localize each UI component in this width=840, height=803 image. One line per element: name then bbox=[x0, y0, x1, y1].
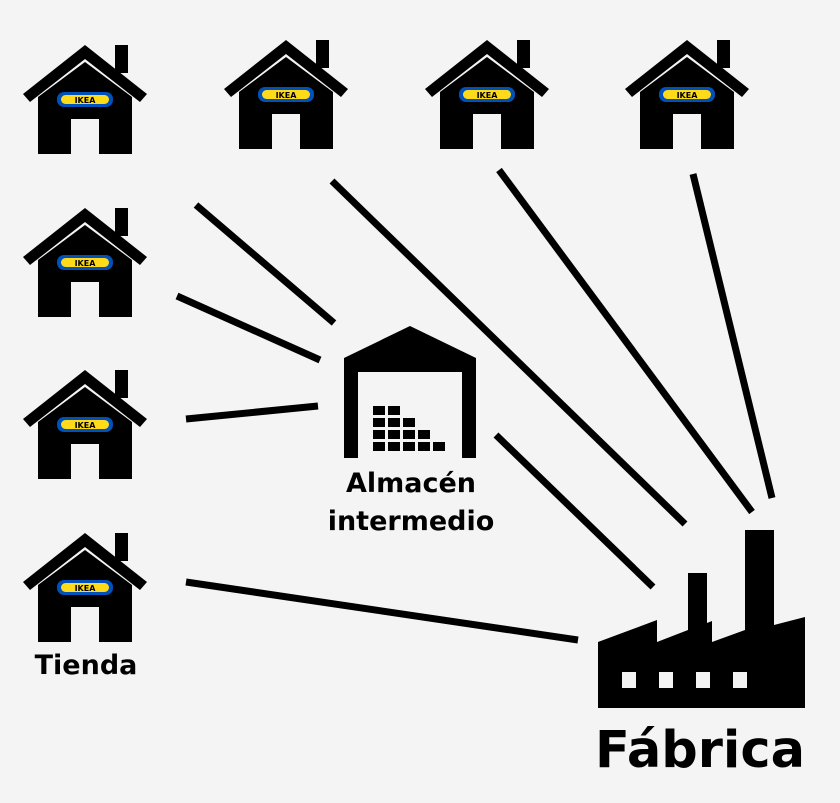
connector-line bbox=[689, 173, 776, 499]
connector-line bbox=[329, 178, 688, 527]
warehouse-label-line1: Almacén bbox=[346, 468, 476, 499]
store-house: IKEA bbox=[23, 45, 147, 154]
store-house: IKEA bbox=[625, 40, 749, 149]
warehouse-label-line2: intermedio bbox=[328, 506, 495, 537]
ikea-logo-text: IKEA bbox=[276, 91, 298, 100]
ikea-logo-text: IKEA bbox=[75, 96, 97, 105]
warehouse-icon bbox=[344, 326, 476, 458]
store-label: Tienda bbox=[35, 650, 138, 681]
connector-line bbox=[175, 292, 322, 364]
ikea-logo-text: IKEA bbox=[677, 91, 699, 100]
store-house: IKEA bbox=[425, 40, 549, 149]
ikea-logo-text: IKEA bbox=[75, 259, 97, 268]
connector-line bbox=[493, 432, 656, 590]
factory-label: Fábrica bbox=[595, 721, 805, 780]
connector-line bbox=[193, 202, 337, 326]
ikea-logo-text: IKEA bbox=[75, 421, 97, 430]
store-house: IKEA bbox=[23, 533, 147, 642]
connector-lines bbox=[175, 167, 776, 644]
ikea-logo-text: IKEA bbox=[75, 584, 97, 593]
connector-line bbox=[185, 578, 579, 644]
connector-line bbox=[496, 167, 755, 515]
ikea-logo-text: IKEA bbox=[477, 91, 499, 100]
store-house: IKEA bbox=[23, 208, 147, 317]
store-house: IKEA bbox=[23, 370, 147, 479]
connector-line bbox=[185, 402, 319, 423]
store-house: IKEA bbox=[224, 40, 348, 149]
factory-icon bbox=[598, 530, 805, 708]
